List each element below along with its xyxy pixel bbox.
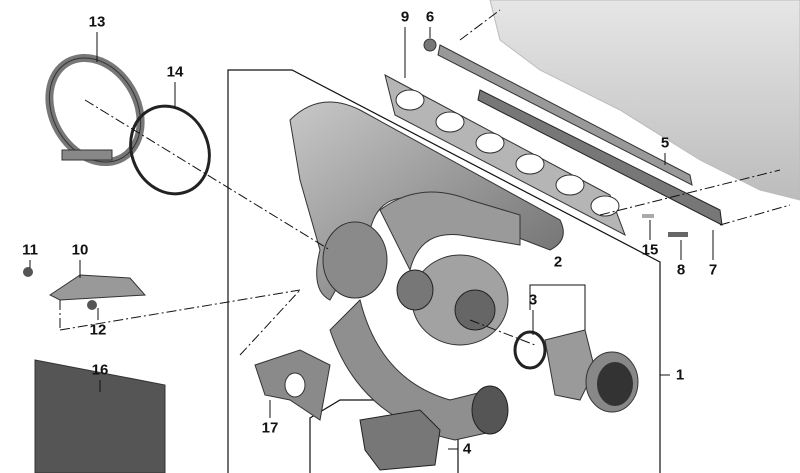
callout-8: 8 xyxy=(676,261,686,279)
callout-4: 4 xyxy=(462,440,472,458)
bolt-11 xyxy=(23,267,33,277)
alignment-lines xyxy=(59,9,791,356)
bolt-8 xyxy=(668,232,688,237)
callout-15: 15 xyxy=(641,241,659,259)
callout-12: 12 xyxy=(89,321,107,339)
callout-5: 5 xyxy=(660,134,670,152)
exhaust-gasket-strip xyxy=(477,89,723,226)
wastegate-actuator xyxy=(359,409,441,471)
callout-7: 7 xyxy=(708,261,718,279)
callout-17: 17 xyxy=(261,419,279,437)
leader-lines xyxy=(29,27,714,450)
stud-15 xyxy=(642,214,654,218)
callout-9: 9 xyxy=(400,8,410,26)
nut-6 xyxy=(423,38,437,52)
o-ring xyxy=(513,330,547,370)
seal-ring xyxy=(129,104,211,196)
outlet-elbow xyxy=(544,329,639,413)
bolt-12 xyxy=(87,300,97,310)
callout-1: 1 xyxy=(675,366,685,384)
assembly-boundary-line xyxy=(227,69,661,473)
insulation-mat xyxy=(34,359,166,473)
callout-13: 13 xyxy=(88,13,106,31)
callout-2: 2 xyxy=(553,253,563,271)
engine-block xyxy=(489,0,800,201)
callout-16: 16 xyxy=(91,361,109,379)
callout-11: 11 xyxy=(22,241,38,259)
callout-14: 14 xyxy=(166,63,184,81)
callout-3: 3 xyxy=(528,291,538,309)
callout-6: 6 xyxy=(425,8,435,26)
v-band-clamp xyxy=(45,53,145,167)
manifold-gasket xyxy=(384,74,626,237)
turbocharger xyxy=(289,101,564,441)
callout-10: 10 xyxy=(71,241,89,259)
support-bracket xyxy=(49,274,147,301)
gasket-strip-upper xyxy=(437,44,693,186)
